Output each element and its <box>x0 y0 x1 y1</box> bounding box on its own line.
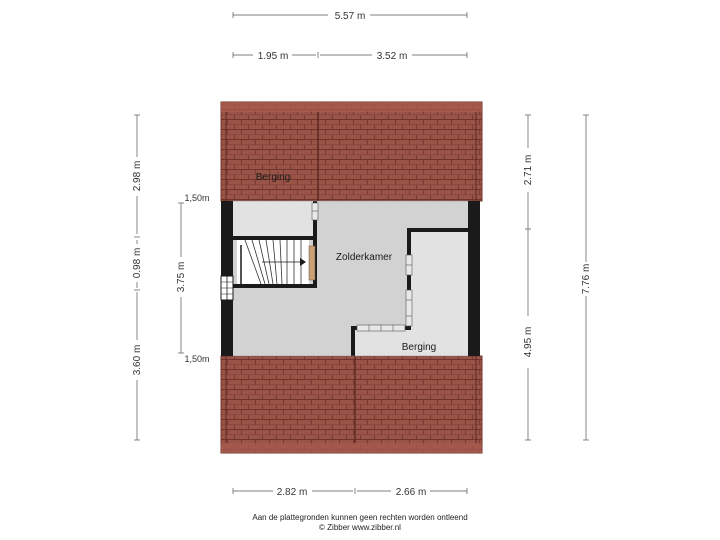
dim-left-middle: 0.98 m <box>132 248 143 279</box>
door-markers <box>311 202 413 332</box>
room-label-berging-top: Berging <box>256 172 290 183</box>
roof-top <box>220 101 483 202</box>
room-label-zolderkamer: Zolderkamer <box>336 252 393 263</box>
dim-top-total: 5.57 m <box>335 11 366 22</box>
dim-bottom-right: 2.66 m <box>396 487 427 498</box>
dim-right-total: 7.76 m <box>581 264 592 295</box>
room-label-berging-bottom: Berging <box>402 342 436 353</box>
dim-right-inner-bottom: 4.95 m <box>523 327 534 358</box>
dim-top-left: 1.95 m <box>258 51 289 62</box>
dim-height-lower: 1,50m <box>184 354 209 364</box>
dimension-lines <box>134 12 589 494</box>
footer-disclaimer: Aan de plattegronden kunnen geen rechten… <box>252 513 468 522</box>
dim-left-top: 2.98 m <box>132 161 143 192</box>
stair-direction-arrow-icon <box>300 258 306 266</box>
dim-bottom-left: 2.82 m <box>277 487 308 498</box>
staircase <box>237 239 316 285</box>
footer-copyright: © Zibber www.zibber.nl <box>319 523 401 532</box>
roof-bottom <box>220 355 483 454</box>
dim-top-right: 3.52 m <box>377 51 408 62</box>
dim-left-bottom: 3.60 m <box>132 345 143 376</box>
dim-height-upper: 1,50m <box>184 193 209 203</box>
dim-inner-left: 3.75 m <box>176 262 187 293</box>
dim-right-inner-top: 2.71 m <box>523 155 534 186</box>
window-left <box>220 275 234 301</box>
